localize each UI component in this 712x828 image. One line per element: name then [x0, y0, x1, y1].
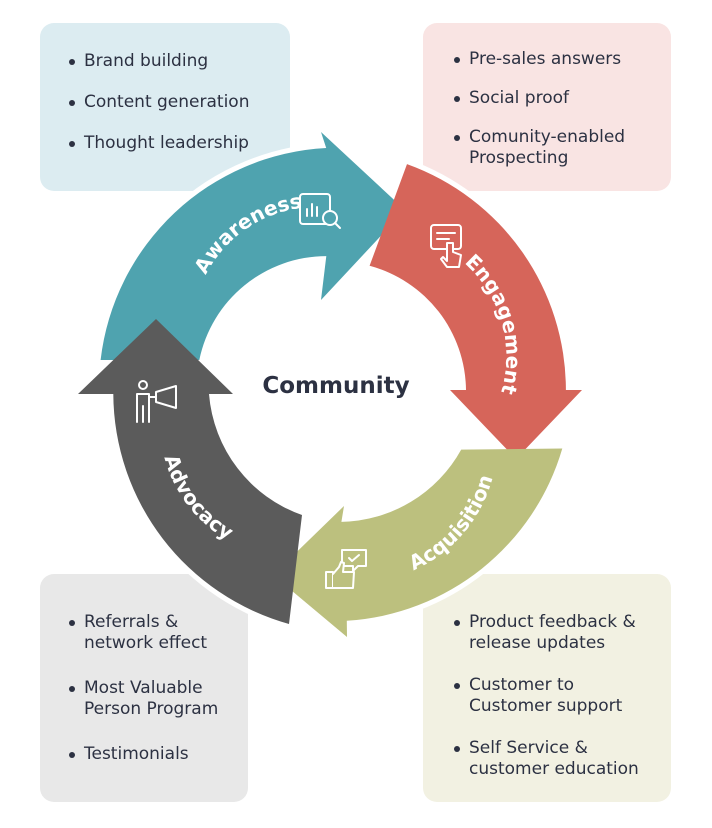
awareness-benefits-box: Brand building Content generation Though…	[40, 23, 290, 191]
engagement-segment	[369, 164, 582, 459]
list-item: Testimonials	[68, 744, 248, 765]
advocacy-benefits-box: Referrals & network effect Most Valuable…	[40, 574, 248, 802]
acquisition-segment	[273, 448, 563, 637]
center-title: Community	[262, 373, 410, 399]
list-item: Most Valuable Person Program	[68, 678, 244, 720]
chart-search-icon	[299, 193, 341, 229]
megaphone-person-icon	[136, 380, 177, 423]
thumbs-up-chat-icon	[325, 549, 367, 589]
advocacy-segment	[78, 319, 302, 624]
touch-screen-icon	[430, 224, 462, 268]
list-item: Comunity-enabled Prospecting	[453, 127, 639, 169]
list-item: Product feedback & release updates	[453, 612, 659, 654]
awareness-segment	[100, 132, 405, 360]
list-item: Self Service & customer education	[453, 738, 659, 780]
engagement-benefits-box: Pre-sales answers Social proof Comunity-…	[423, 23, 671, 191]
acquisition-benefits-box: Product feedback & release updates Custo…	[423, 574, 671, 802]
list-item: Social proof	[453, 88, 671, 109]
list-item: Content generation	[68, 92, 290, 113]
list-item: Thought leadership	[68, 133, 290, 154]
list-item: Pre-sales answers	[453, 49, 671, 70]
list-item: Brand building	[68, 51, 290, 72]
list-item: Customer to Customer support	[453, 675, 629, 717]
list-item: Referrals & network effect	[68, 612, 214, 654]
